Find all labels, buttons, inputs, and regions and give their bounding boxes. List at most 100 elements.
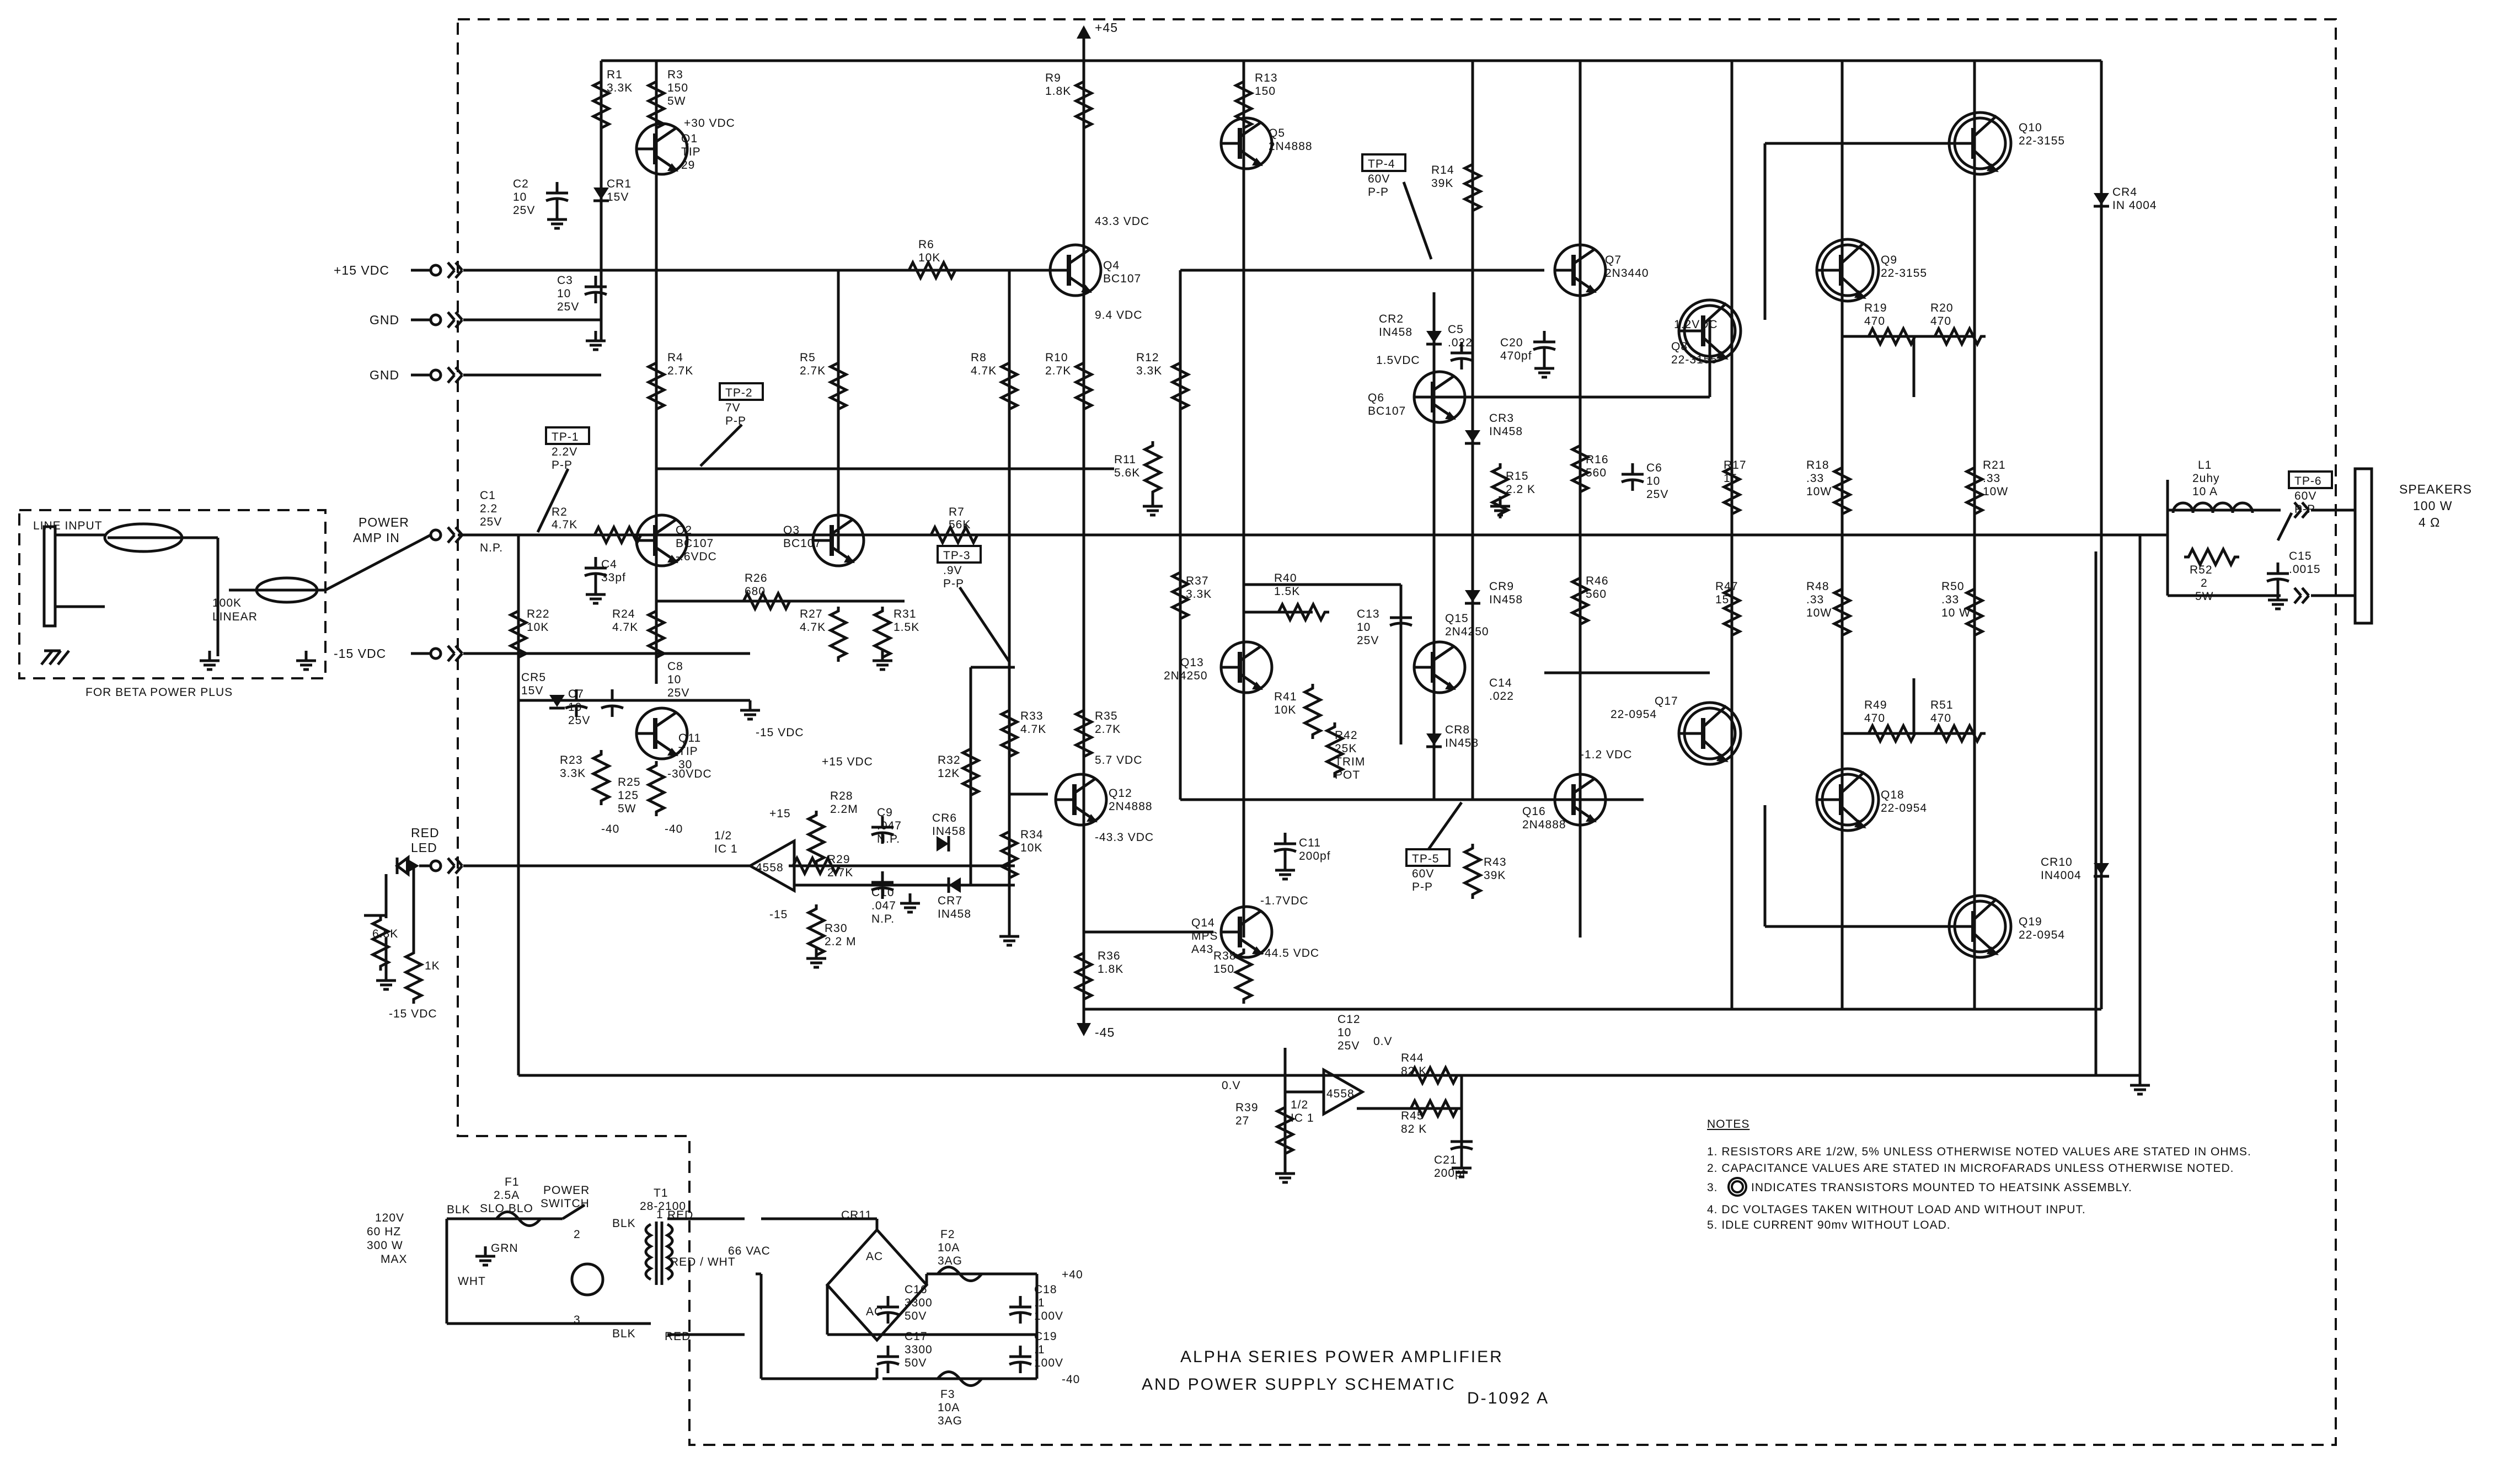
svg-text:60V: 60V <box>2294 490 2316 502</box>
svg-text:RED: RED <box>665 1330 691 1343</box>
rail-neg-label: -45 <box>1095 1025 1115 1040</box>
svg-text:100V: 100V <box>1034 1310 1063 1322</box>
svg-text:3.3K: 3.3K <box>1136 365 1162 377</box>
red-led-label-2: LED <box>411 840 437 855</box>
conn-gnd1-label: GND <box>370 313 399 327</box>
svg-text:C21: C21 <box>1434 1154 1457 1166</box>
svg-text:1/2: 1/2 <box>1291 1099 1308 1111</box>
pot-value: 100K <box>212 597 242 609</box>
tp-pointers <box>536 181 2293 850</box>
svg-text:C19: C19 <box>1034 1330 1057 1343</box>
svg-text:CR4: CR4 <box>2112 186 2137 199</box>
svg-text:R2: R2 <box>552 506 568 518</box>
svg-text:470: 470 <box>1930 315 1951 328</box>
svg-text:10: 10 <box>667 673 681 686</box>
speakers-label-3: 4 Ω <box>2419 515 2440 529</box>
svg-text:10W: 10W <box>1806 607 1832 619</box>
svg-text:R5: R5 <box>800 351 816 364</box>
svg-text:CR10: CR10 <box>2041 856 2073 869</box>
heatsink-transistor-icon <box>1727 1177 1747 1197</box>
fuse-f2-icon <box>937 1266 983 1282</box>
svg-text:60 HZ: 60 HZ <box>367 1225 401 1238</box>
svg-text:470pf: 470pf <box>1500 350 1532 362</box>
svg-text:R13: R13 <box>1255 72 1278 84</box>
svg-text:43.3 VDC: 43.3 VDC <box>1095 215 1149 228</box>
svg-text:2: 2 <box>2201 577 2208 590</box>
svg-text:56K: 56K <box>949 518 971 531</box>
notes-title: NOTES <box>1707 1118 1749 1131</box>
svg-text:4.7K: 4.7K <box>1020 723 1046 736</box>
conn-power-label: POWER <box>359 515 409 529</box>
test-point-tp2: TP-2 7V P-P <box>719 382 764 427</box>
svg-text:10K: 10K <box>918 251 940 264</box>
svg-text:Q18: Q18 <box>1881 789 1904 801</box>
opamp-ic1a <box>747 838 796 893</box>
svg-text:5W: 5W <box>618 802 636 815</box>
svg-text:-40: -40 <box>665 823 683 835</box>
test-point-tp3: TP-3 .9V P-P <box>937 545 982 590</box>
svg-text:BLK: BLK <box>612 1327 636 1340</box>
test-point-tp6: TP-6 60V P-P <box>2288 470 2333 516</box>
svg-text:R10: R10 <box>1045 351 1068 364</box>
svg-text:RED / WHT: RED / WHT <box>670 1256 736 1268</box>
svg-text:60V: 60V <box>1412 867 1434 880</box>
svg-text:SWITCH: SWITCH <box>541 1197 590 1210</box>
svg-text:RED: RED <box>667 1209 693 1222</box>
svg-text:R35: R35 <box>1095 710 1118 722</box>
svg-text:IN4004: IN4004 <box>2041 869 2082 882</box>
voltage-labels: +30 VDC 43.3 VDC 9.4 VDC 1.5VDC 1.2VDC -… <box>667 117 1718 1092</box>
svg-text:.022: .022 <box>1448 336 1473 349</box>
svg-text:C14: C14 <box>1489 677 1512 689</box>
svg-text:25V: 25V <box>1337 1040 1360 1052</box>
svg-text:2.5A: 2.5A <box>494 1189 520 1202</box>
svg-text:.047: .047 <box>871 899 896 912</box>
svg-text:33pf: 33pf <box>601 571 626 584</box>
svg-text:-30VDC: -30VDC <box>667 768 712 780</box>
svg-text:R16: R16 <box>1586 453 1609 466</box>
svg-text:Q13: Q13 <box>1180 656 1204 669</box>
svg-text:TP-4: TP-4 <box>1368 158 1395 170</box>
svg-text:1K: 1K <box>425 960 440 972</box>
svg-text:3300: 3300 <box>905 1297 933 1309</box>
ic-labels: 4558 1/2 IC 1 4558 1/2 IC 1 +15 -15 <box>714 807 1354 1124</box>
svg-text:C17: C17 <box>905 1330 928 1343</box>
svg-text:100V: 100V <box>1034 1357 1063 1369</box>
svg-text:F1: F1 <box>505 1176 520 1188</box>
note-2: 2. CAPACITANCE VALUES ARE STATED IN MICR… <box>1707 1162 2234 1175</box>
svg-text:C12: C12 <box>1337 1013 1361 1026</box>
fuse-f3-icon <box>937 1370 983 1387</box>
line-input-label: LINE INPUT <box>33 519 103 532</box>
svg-text:10A: 10A <box>938 1401 960 1414</box>
svg-text:TP-1: TP-1 <box>552 431 579 443</box>
wiring <box>445 25 2281 1380</box>
fuse-f1-icon <box>495 1210 542 1227</box>
test-point-tp5: TP-5 60V P-P <box>1405 848 1451 893</box>
svg-text:P-P: P-P <box>552 459 573 472</box>
svg-text:TP-2: TP-2 <box>725 387 753 399</box>
svg-text:IN 4004: IN 4004 <box>2112 199 2157 212</box>
svg-text:CR2: CR2 <box>1379 313 1404 325</box>
svg-text:R33: R33 <box>1020 710 1044 722</box>
svg-text:25V: 25V <box>568 714 590 727</box>
svg-text:29: 29 <box>681 159 695 172</box>
svg-text:N.P.: N.P. <box>480 542 503 554</box>
svg-text:R14: R14 <box>1431 164 1454 176</box>
svg-text:.33: .33 <box>1941 593 1959 606</box>
svg-text:C20: C20 <box>1500 336 1523 349</box>
svg-text:C9: C9 <box>877 806 893 819</box>
svg-text:R12: R12 <box>1136 351 1159 364</box>
svg-text:2N4888: 2N4888 <box>1109 800 1153 813</box>
svg-text:TRIM: TRIM <box>1335 756 1365 768</box>
bridge-rectifier-cr11 <box>825 1228 929 1342</box>
rail-pos-label: +45 <box>1095 20 1118 35</box>
svg-text:1/2: 1/2 <box>714 829 732 842</box>
svg-text:30: 30 <box>678 758 692 771</box>
svg-text:TIP: TIP <box>681 146 701 158</box>
svg-text:R11: R11 <box>1114 453 1136 466</box>
test-point-tp1: TP-1 2.2V P-P <box>545 426 590 472</box>
svg-text:2.2V: 2.2V <box>552 446 577 458</box>
svg-text:R19: R19 <box>1864 302 1887 314</box>
svg-text:C4: C4 <box>601 558 617 571</box>
svg-text:39K: 39K <box>1484 869 1506 882</box>
